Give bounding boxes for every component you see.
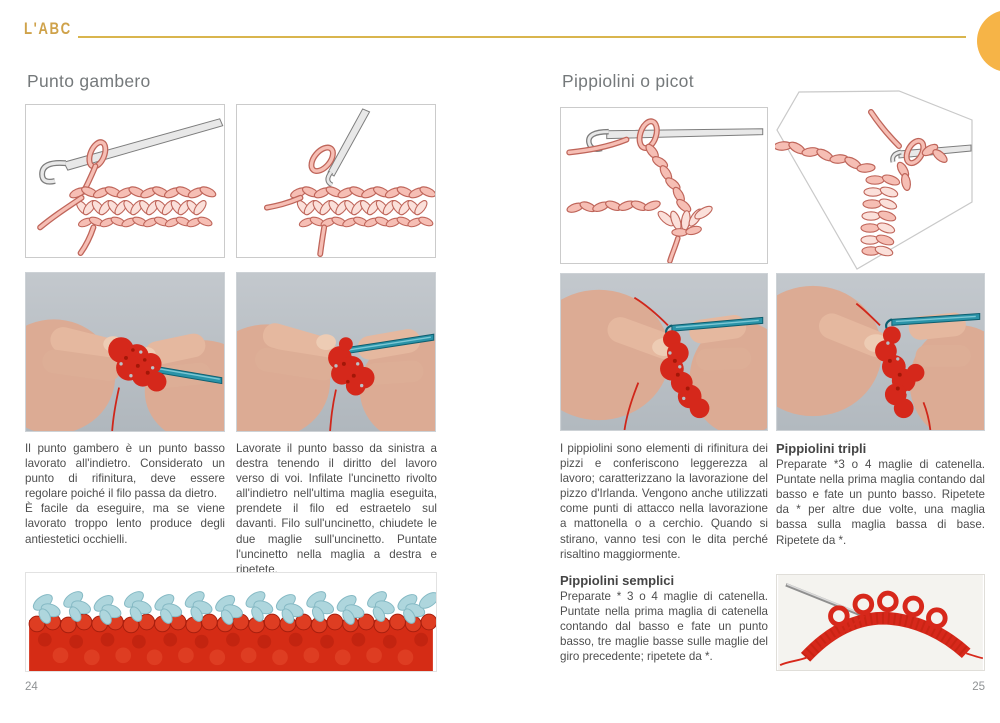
illustration-crab-stitch-1 xyxy=(25,104,225,258)
crochet-hook-teal xyxy=(885,312,981,330)
paragraph: Preparate * 3 o 4 maglie di catenella. P… xyxy=(560,589,768,664)
photo-drawing xyxy=(26,273,224,431)
crochet-drawing xyxy=(263,108,435,257)
stitch-column xyxy=(860,174,901,257)
thread-right xyxy=(965,652,984,660)
page-number-right: 25 xyxy=(972,681,985,693)
stitch-cluster xyxy=(657,205,713,237)
subheading-pippiolini-tripli: Pippiolini tripli xyxy=(776,441,867,456)
red-thread-top xyxy=(633,296,669,326)
photo-hands-crab-stitch-2 xyxy=(236,272,436,432)
photo-drawing xyxy=(777,274,984,430)
red-lace xyxy=(328,337,375,396)
yarn-tail-top xyxy=(566,136,630,156)
paragraph: Lavorate il punto basso da sinistra a de… xyxy=(236,442,437,576)
crochet-hook-teal xyxy=(665,316,764,336)
photo-hands-picot-2 xyxy=(776,273,985,431)
photo-picot-edge xyxy=(776,574,985,671)
right-hand xyxy=(357,329,435,431)
top-chain xyxy=(775,141,876,173)
crochet-drawing xyxy=(37,118,224,257)
red-fabric xyxy=(28,613,436,671)
right-chain xyxy=(896,143,948,192)
left-column-2-text: Lavorate il punto basso da sinistra a de… xyxy=(236,441,437,577)
photo-drawing xyxy=(28,573,436,671)
yarn-loop-inner xyxy=(637,119,659,150)
yarn-tails xyxy=(263,194,328,257)
yarn-tail-bottom xyxy=(667,235,681,263)
stitch-band xyxy=(290,186,435,228)
header-rule xyxy=(78,36,966,38)
yarn-loop xyxy=(308,144,336,174)
paragraph: I pippiolini sono elementi di rifinitura… xyxy=(560,442,768,561)
yarn-tails xyxy=(37,194,97,257)
right-column-1-text: I pippiolini sono elementi di rifinitura… xyxy=(560,441,768,664)
paragraph: È facile da eseguire, ma se viene lavora… xyxy=(25,502,225,546)
paragraph: Preparate *3 o 4 maglie di catenella. Pu… xyxy=(776,458,985,547)
red-picot-lace xyxy=(800,590,971,662)
illustration-picot-2 xyxy=(775,90,985,272)
light-blue-edging xyxy=(32,591,436,625)
working-thread xyxy=(820,615,865,649)
photo-crab-stitch-edge xyxy=(25,572,437,672)
red-lace xyxy=(108,337,167,392)
red-thread xyxy=(329,389,337,431)
red-lace xyxy=(875,326,925,419)
left-page-title: Punto gambero xyxy=(27,71,151,91)
paragraph: Il punto gambero è un punto basso lavora… xyxy=(25,442,225,501)
photo-hands-crab-stitch-1 xyxy=(25,272,225,432)
yarn-loop xyxy=(80,139,109,195)
right-page-title: Pippiolini o picot xyxy=(562,71,694,91)
photo-drawing xyxy=(778,575,984,670)
subheading-pippiolini-semplici: Pippiolini semplici xyxy=(560,572,675,588)
yarn-tail-top xyxy=(868,109,902,149)
hook xyxy=(39,118,224,185)
illustration-crab-stitch-2 xyxy=(236,104,436,258)
left-hand xyxy=(237,323,337,431)
red-thread-top xyxy=(855,302,881,326)
left-hand xyxy=(777,285,889,417)
crochet-drawing xyxy=(566,118,764,263)
hook xyxy=(325,108,371,188)
illustration-picot-1 xyxy=(560,107,768,264)
yarn-loop-inner xyxy=(904,139,926,165)
left-column-text: Il punto gambero è un punto basso lavora… xyxy=(25,441,225,547)
thread-left xyxy=(779,656,808,666)
photo-drawing xyxy=(561,274,767,430)
crochet-drawing xyxy=(775,90,973,270)
corner-circle xyxy=(977,10,1000,72)
right-hand xyxy=(689,314,767,430)
photo-hands-picot-1 xyxy=(560,273,768,431)
red-thread xyxy=(623,382,640,430)
section-label: L'ABC xyxy=(24,19,72,38)
red-thread xyxy=(111,387,120,431)
red-thread xyxy=(922,402,932,430)
photo-drawing xyxy=(237,273,435,431)
diagonal-chain xyxy=(645,143,692,213)
right-column-2-text: Pippiolini tripli Preparate *3 o 4 magli… xyxy=(776,441,985,548)
red-lace xyxy=(660,330,710,419)
stitch-band xyxy=(69,186,217,228)
steel-hook xyxy=(785,583,865,618)
base-chain xyxy=(566,200,661,213)
page-number-left: 24 xyxy=(25,681,38,693)
